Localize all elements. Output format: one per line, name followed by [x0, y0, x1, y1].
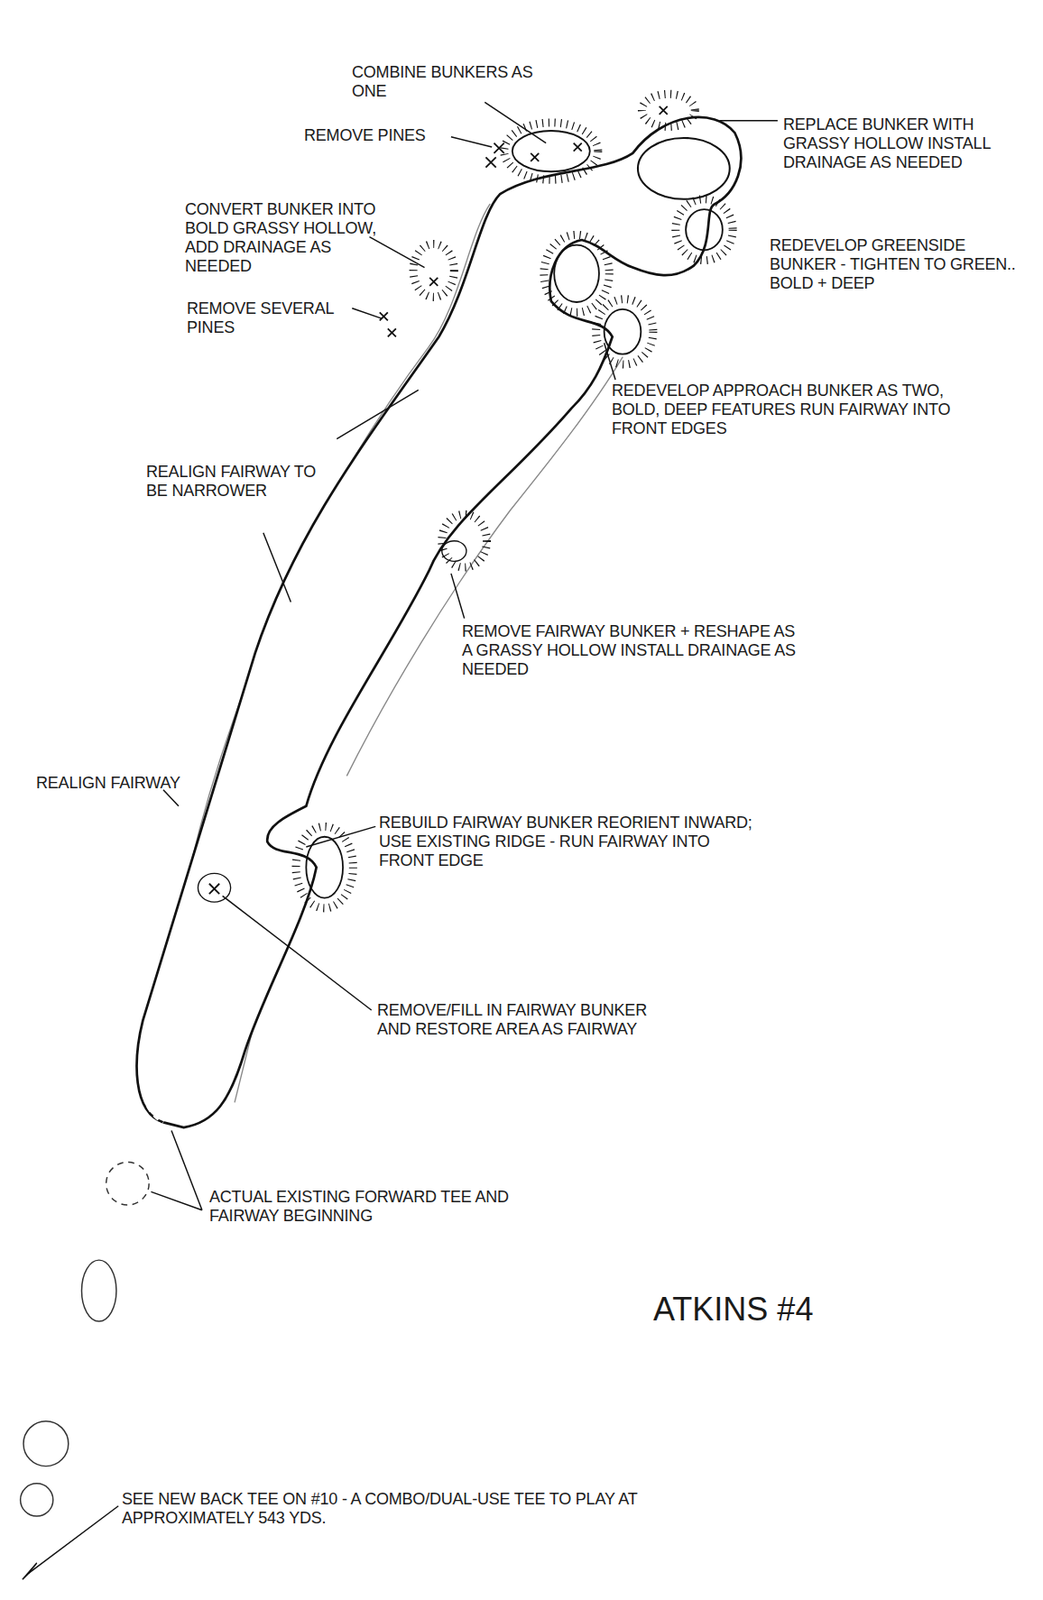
tee [81, 1260, 116, 1322]
leader [222, 895, 372, 1011]
design-note: REMOVE SEVERAL PINES [186, 299, 359, 338]
bunker [604, 309, 642, 355]
design-note: SEE NEW BACK TEE ON #10 - A COMBO/DUAL-U… [121, 1490, 718, 1529]
leader [604, 342, 616, 380]
bunker [512, 130, 591, 172]
arrowhead [22, 1563, 37, 1580]
bunker [685, 209, 723, 250]
green [637, 138, 730, 200]
bunker-hatch [442, 514, 488, 568]
design-note: REMOVE/FILL IN FAIRWAY BUNKER AND RESTOR… [377, 1001, 675, 1040]
bunker-hatch [641, 93, 695, 127]
hole-title: ATKINS #4 [653, 1292, 813, 1329]
bunker-hatch [504, 122, 599, 180]
bunker [553, 245, 600, 303]
tee [20, 1484, 54, 1517]
leader [163, 790, 179, 807]
leader [28, 1506, 120, 1575]
design-note: REPLACE BUNKER WITH GRASSY HOLLOW INSTAL… [783, 115, 1029, 173]
leader [451, 573, 465, 619]
bunker-hatch [544, 234, 610, 313]
design-note: REDEVELOP GREENSIDE BUNKER - TIGHTEN TO … [769, 236, 1027, 294]
bunker-hatch [413, 244, 454, 298]
leader [451, 137, 492, 148]
design-note: REMOVE PINES [304, 126, 449, 146]
design-note: REALIGN FAIRWAY [36, 774, 217, 794]
design-note: REDEVELOP APPROACH BUNKER AS TWO, BOLD, … [611, 381, 973, 439]
tee [23, 1421, 69, 1468]
design-note: COMBINE BUNKERS AS ONE [351, 63, 551, 102]
design-note: REALIGN FAIRWAY TO BE NARROWER [146, 462, 318, 501]
leader [305, 826, 376, 848]
design-note: REBUILD FAIRWAY BUNKER REORIENT INWARD; … [378, 813, 767, 871]
forward-tee [106, 1162, 150, 1207]
bunker-hatch [675, 199, 733, 261]
design-note: REMOVE FAIRWAY BUNKER + RESHAPE AS A GRA… [461, 622, 805, 680]
leader [719, 119, 777, 121]
leader-lines [22, 101, 778, 1580]
bunker-hatch [596, 299, 654, 365]
leader [150, 1130, 203, 1210]
tees [20, 1162, 150, 1517]
leader [263, 389, 419, 602]
design-note: ACTUAL EXISTING FORWARD TEE AND FAIRWAY … [209, 1188, 535, 1227]
design-note: CONVERT BUNKER INTO BOLD GRASSY HOLLOW, … [184, 200, 384, 277]
leader [484, 101, 546, 143]
fairway-dash [140, 1051, 164, 1123]
leader [351, 308, 382, 319]
bunker-hatch [295, 826, 353, 908]
bunker [442, 541, 467, 563]
leader [369, 237, 425, 268]
